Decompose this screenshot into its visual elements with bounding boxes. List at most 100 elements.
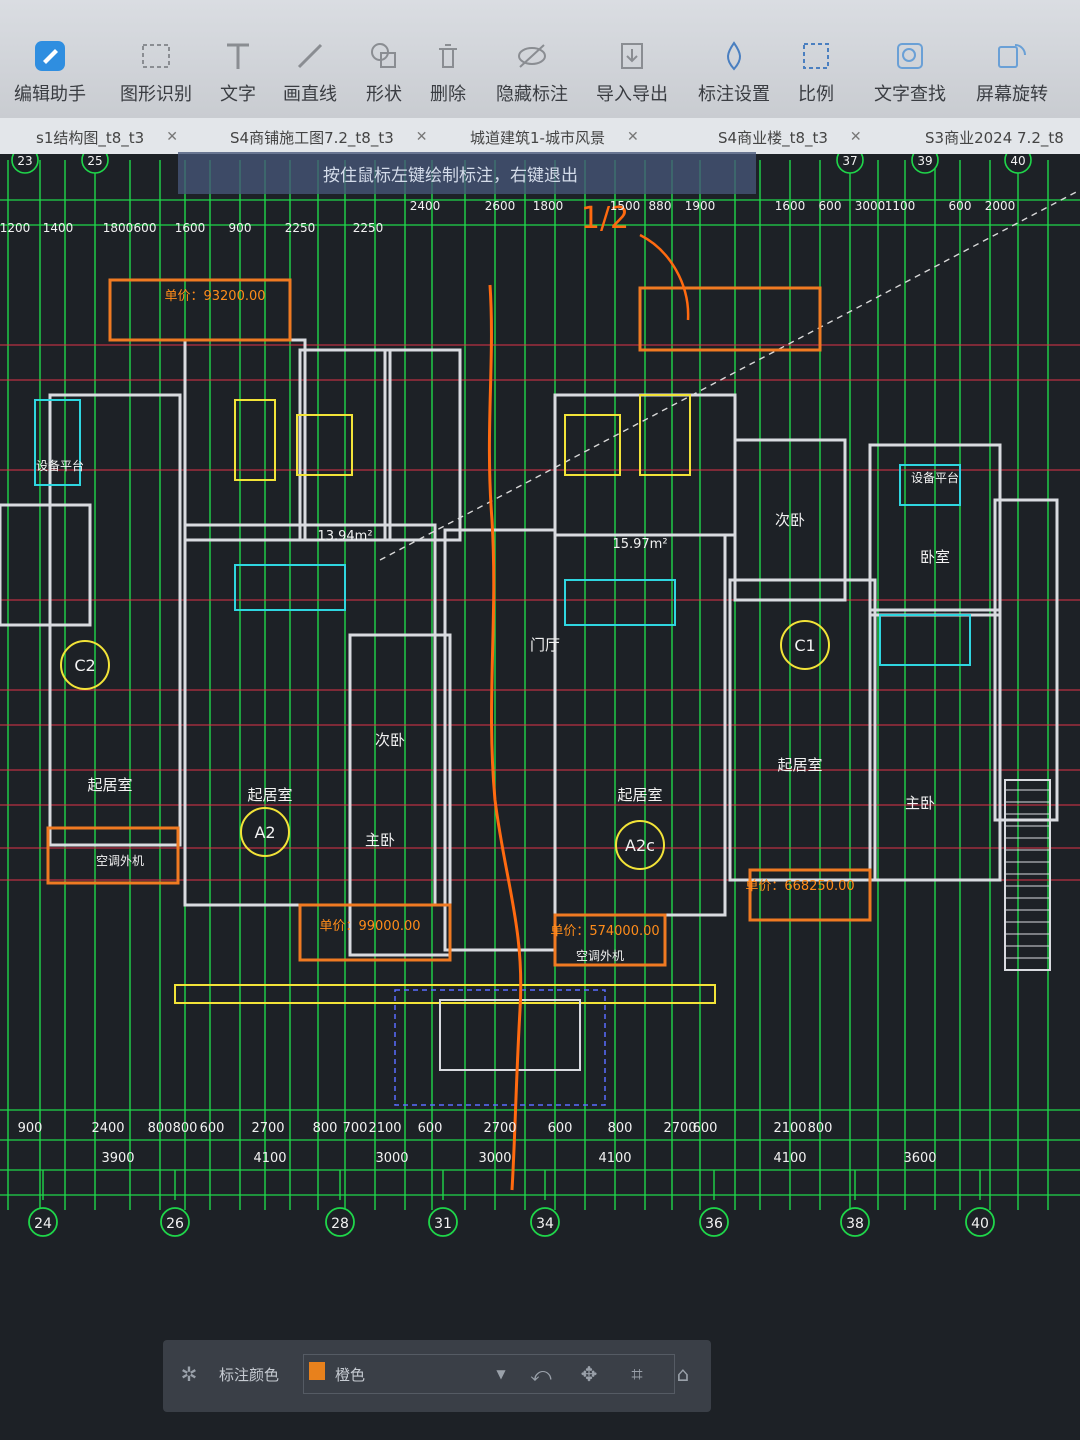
bottom-dimension: 800 xyxy=(173,1121,198,1136)
color-swatch xyxy=(309,1362,325,1380)
draw-line-button[interactable]: 画直线 xyxy=(260,36,360,112)
import-export-label: 导入导出 xyxy=(596,84,668,105)
unit-circle xyxy=(60,640,110,690)
axis-bubble-top xyxy=(911,154,939,174)
unit-label: A2 xyxy=(254,823,275,842)
entrance-step xyxy=(439,999,581,1071)
axis-bubble-top xyxy=(836,154,864,174)
tab-label: S4商业楼_t8_t3 xyxy=(718,128,828,147)
axis-label: 40 xyxy=(971,1216,989,1232)
annotation-color-label: 标注颜色 xyxy=(219,1366,280,1384)
stair-box xyxy=(639,394,691,476)
tab-city[interactable]: 城道建筑1-城市风景 ✕ xyxy=(470,124,639,150)
top-dimension: 1800 xyxy=(533,199,564,213)
room-label: 起居室 xyxy=(617,786,662,804)
chevron-down-icon[interactable]: ▼ xyxy=(496,1367,506,1381)
bottom-dimension-total: 3000 xyxy=(375,1151,408,1166)
move-icon[interactable]: ✥ xyxy=(580,1362,598,1386)
scale-button[interactable]: 比例 xyxy=(766,36,866,112)
screen-rotate-button[interactable]: 屏幕旋转 xyxy=(962,36,1062,112)
axis-label-top: 40 xyxy=(1010,154,1025,168)
annotation-settings-icon xyxy=(717,36,751,76)
bottom-dimension: 700 xyxy=(343,1121,368,1136)
top-dimension: 2000 xyxy=(985,199,1016,213)
settings-icon[interactable]: ✲ xyxy=(180,1362,198,1386)
import-export-button[interactable]: 导入导出 xyxy=(582,36,682,112)
annotation-settings-label: 标注设置 xyxy=(698,84,770,105)
annotation-toolbar: ✲ 标注颜色 橙色 ▼ ⤺ ✥ ⌗ ⌂ xyxy=(163,1340,711,1412)
tab-label: 城道建筑1-城市风景 xyxy=(470,128,605,147)
hide-annotation-icon xyxy=(515,36,549,76)
balcony-outline xyxy=(638,286,822,352)
balcony-outline xyxy=(108,278,292,342)
price-label: 单价：93200.00 xyxy=(164,289,265,304)
tab-s4-commercial[interactable]: S4商业楼_t8_t3 ✕ xyxy=(718,124,862,150)
axis-label-top: 23 xyxy=(17,154,32,168)
close-icon[interactable]: ✕ xyxy=(849,129,862,145)
unit-circle xyxy=(240,807,290,857)
top-dimension: 1200 xyxy=(0,221,30,235)
close-icon[interactable]: ✕ xyxy=(415,129,428,145)
balcony-outline xyxy=(553,913,667,967)
area-label: 15.97m² xyxy=(612,537,667,552)
axis-bubble-top xyxy=(1004,154,1032,174)
stair-box xyxy=(234,399,276,481)
text-button[interactable]: 文字 xyxy=(188,36,288,112)
file-tab-bar: s1结构图_t8_t3✕ S4商铺施工图7.2_t8_t3✕ 城道建筑1-城市风… xyxy=(0,118,1080,155)
hide-annotation-button[interactable]: 隐藏标注 xyxy=(482,36,582,112)
tab-label: S3商业2024 7.2_t8 xyxy=(925,128,1064,147)
top-dimension: 3000 xyxy=(855,199,886,213)
fixture-box xyxy=(899,464,961,506)
shape-recognition-icon xyxy=(139,36,173,76)
tab-s4-shop[interactable]: S4商铺施工图7.2_t8_t3✕ xyxy=(230,124,428,150)
draw-line-icon xyxy=(293,36,327,76)
stair-outline xyxy=(1004,779,1051,971)
wall-outline xyxy=(348,633,452,957)
text-label: 文字 xyxy=(220,84,256,105)
axis-label: 26 xyxy=(166,1216,184,1232)
undo-icon[interactable]: ⤺ xyxy=(530,1362,552,1386)
text-search-label: 文字查找 xyxy=(874,84,946,105)
top-dimension: 1100 xyxy=(885,199,916,213)
bottom-dimension-total: 3900 xyxy=(101,1151,134,1166)
annotation-settings-button[interactable]: 标注设置 xyxy=(684,36,784,112)
entrance-line xyxy=(174,984,716,1004)
edit-assistant-button[interactable]: 编辑助手 xyxy=(0,36,100,112)
home-icon[interactable]: ⌂ xyxy=(676,1362,690,1386)
close-icon[interactable]: ✕ xyxy=(626,129,639,145)
crop-icon[interactable]: ⌗ xyxy=(631,1362,643,1386)
tab-s3[interactable]: S3商业2024 7.2_t8 xyxy=(925,124,1064,150)
top-dimension: 2250 xyxy=(353,221,384,235)
color-select[interactable] xyxy=(303,1354,675,1394)
delete-label: 删除 xyxy=(430,84,466,105)
text-search-icon xyxy=(893,36,927,76)
bottom-dimension: 900 xyxy=(18,1121,43,1136)
top-dimension: 1500 xyxy=(610,199,641,213)
axis-label: 28 xyxy=(331,1216,349,1232)
handwritten-note: 1/2 xyxy=(581,201,629,236)
bottom-dimension: 600 xyxy=(418,1121,443,1136)
bottom-dimension: 800 xyxy=(808,1121,833,1136)
text-search-button[interactable]: 文字查找 xyxy=(860,36,960,112)
shape-recognition-button[interactable]: 图形识别 xyxy=(106,36,206,112)
equipment-label: 空调外机 xyxy=(96,854,144,868)
axis-label: 34 xyxy=(536,1216,554,1232)
delete-button[interactable]: 删除 xyxy=(398,36,498,112)
room-label: 起居室 xyxy=(777,756,822,774)
close-icon[interactable]: ✕ xyxy=(166,129,178,145)
axis-label-top: 25 xyxy=(87,154,102,168)
axis-label: 24 xyxy=(34,1216,52,1232)
wall-outline xyxy=(733,438,847,602)
shape-label: 形状 xyxy=(366,84,402,105)
top-dimension: 600 xyxy=(819,199,842,213)
tab-s1[interactable]: s1结构图_t8_t3✕ xyxy=(36,124,178,150)
freehand-annotation-line xyxy=(487,284,523,1191)
toolbar: 编辑助手 图形识别 文字 画直线 形状 删除 隐藏标注 xyxy=(0,0,1080,118)
top-dimension: 900 xyxy=(229,221,252,235)
unit-circle xyxy=(780,620,830,670)
top-dimension: 880 xyxy=(649,199,672,213)
shape-button[interactable]: 形状 xyxy=(334,36,434,112)
fixture-box xyxy=(234,564,346,611)
